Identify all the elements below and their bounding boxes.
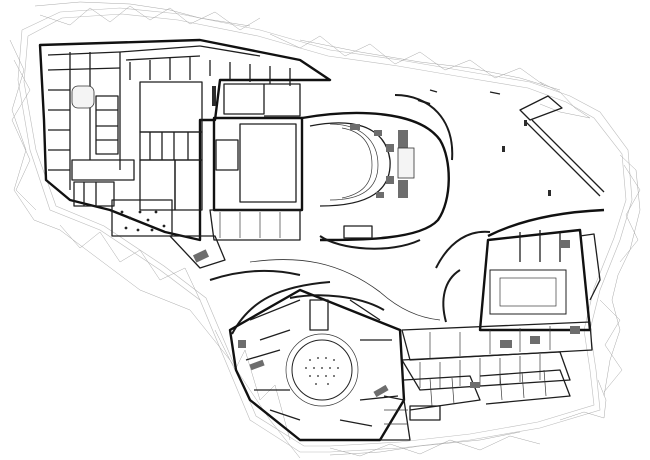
south-hall xyxy=(228,281,411,442)
auditorium-box-seats xyxy=(350,124,408,198)
east-wing xyxy=(401,208,605,391)
northeast-foyer xyxy=(502,95,605,197)
lobby-curves xyxy=(209,89,501,321)
main-auditorium xyxy=(301,94,454,250)
cafe-tables xyxy=(120,210,166,232)
central-core xyxy=(209,83,304,241)
west-wing xyxy=(38,38,332,269)
drum-seating-dots xyxy=(305,357,339,385)
southeast-rooms xyxy=(403,369,571,421)
structural-envelope xyxy=(9,1,641,459)
